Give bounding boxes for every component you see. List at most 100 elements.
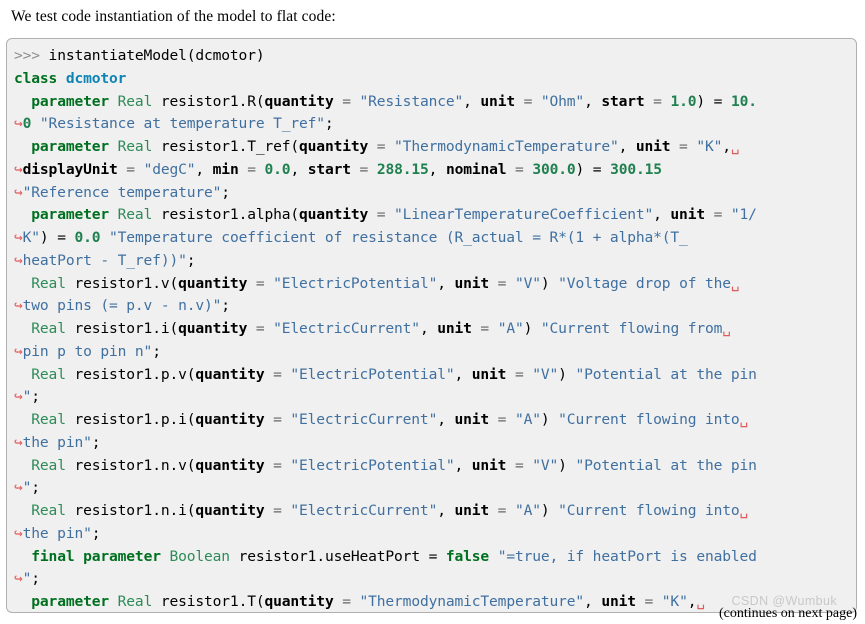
code-line: ↪"; [14,479,40,496]
plain-token: ) = [575,160,611,178]
space-marker-icon: ␣ [730,274,740,292]
continuation-arrow-icon: ↪ [14,297,23,315]
attribute-token: unit [454,411,490,428]
string-token: "A" [514,411,541,428]
type-token: Real [31,411,66,428]
string-token: "degC" [143,160,196,178]
string-token: " [22,479,32,497]
keyword-token: parameter [83,547,161,565]
code-block[interactable]: >>> instantiateModel(dcmotor) class dcmo… [6,38,857,613]
plain-token: , [195,160,213,178]
string-token: pin p to pin n" [22,342,153,360]
code-line: class dcmotor [14,70,126,87]
string-token: "V" [514,274,541,292]
continues-on-next-page-note: (continues on next page) [718,606,857,621]
operator-token: = [635,593,662,610]
plain-token: ; [152,342,161,360]
attribute-token: quantity [178,274,248,292]
operator-token: = [368,138,395,155]
plain-token [14,548,31,565]
plain-token: ) [540,502,559,519]
attribute-token: start [601,92,645,110]
keyword-token: class [14,69,58,87]
plain-token: ) [540,274,559,292]
string-token: "Ohm" [540,92,585,110]
plain-token [14,275,31,292]
operator-token: = [264,502,291,519]
operator-token: = [506,160,533,178]
attribute-token: unit [454,274,490,292]
continuation-arrow-icon: ↪ [14,479,23,497]
plain-token [14,366,31,383]
string-token: " [22,388,32,406]
string-token: "K" [696,138,723,155]
plain-token: , [437,502,455,519]
type-token: Real [31,456,66,474]
number-token: 288.15 [376,160,429,178]
string-token: "Reference temperature" [22,183,222,201]
plain-token [489,548,498,565]
prompt-token: >>> [14,47,40,64]
plain-token: , [463,92,481,110]
type-token: Boolean [169,547,230,565]
string-token: "ElectricPotential" [290,456,455,474]
type-token: Real [117,593,153,610]
number-token: 10. [730,92,757,110]
continuation-arrow-icon: ↪ [14,183,23,201]
plain-token: , [437,274,455,292]
string-token: "Current flowing into [558,502,740,519]
attribute-token: quantity [178,320,248,337]
code-scroll-area[interactable]: >>> instantiateModel(dcmotor) class dcmo… [7,39,856,612]
attribute-token: quantity [195,411,265,428]
plain-token: resistor1.R( [152,92,265,110]
continuation-arrow-icon: ↪ [14,115,23,133]
plain-token: , [454,365,472,383]
string-token: "A" [514,502,541,519]
plain-token: resistor1.v( [65,274,179,292]
plain-token: ; [31,570,40,588]
code-line: ↪heatPort - T_ref))"; [14,251,196,269]
string-token: heatPort - T_ref))" [22,251,187,269]
operator-token: = [247,274,274,292]
attribute-token: min [212,160,239,178]
plain-token: , [722,138,731,155]
code-line: ↪"Reference temperature"; [14,184,230,201]
intro-paragraph: We test code instantiation of the model … [11,8,336,25]
code-line: ↪two pins (= p.v - n.v)"; [14,297,230,314]
space-marker-icon: ␣ [696,593,705,610]
attribute-token: unit [601,593,636,610]
plain-token [74,548,83,565]
string-token: " [22,570,32,588]
string-token: "Resistance" [359,92,464,110]
string-token: "Voltage drop of the [558,274,731,292]
number-token: 1.0 [670,92,697,110]
plain-token: ; [186,251,196,269]
string-token: K" [22,229,40,246]
code-content: >>> instantiateModel(dcmotor) class dcmo… [14,45,856,612]
space-marker-icon: ␣ [730,138,740,155]
plain-token: resistor1.T_ref( [152,138,300,155]
plain-token [14,457,31,474]
code-line: parameter Real resistor1.T_ref(quantity … [14,138,740,155]
code-line: parameter Real resistor1.alpha(quantity … [14,206,757,223]
operator-token: = [238,160,265,178]
plain-token: , [290,160,308,178]
operator-token: = [514,92,541,110]
plain-token: ; [31,388,40,406]
plain-token: , [653,206,671,224]
operator-token: = [471,320,498,337]
continuation-arrow-icon: ↪ [14,388,23,406]
operator-token: = [247,320,274,337]
code-line: ↪"; [14,388,40,405]
number-token: 0.0 [74,229,101,246]
code-line: parameter Real resistor1.R(quantity = "R… [14,93,757,110]
string-token: "ThermodynamicTemperature" [359,593,585,610]
plain-token: , [454,456,472,474]
type-token: Real [117,206,153,224]
string-token: "ThermodynamicTemperature" [394,138,619,155]
continuation-arrow-icon: ↪ [14,570,23,588]
plain-token: resistor1.n.i( [65,502,196,519]
plain-token [14,93,31,110]
plain-token: , [584,92,602,110]
string-token: "1/ [730,206,757,224]
